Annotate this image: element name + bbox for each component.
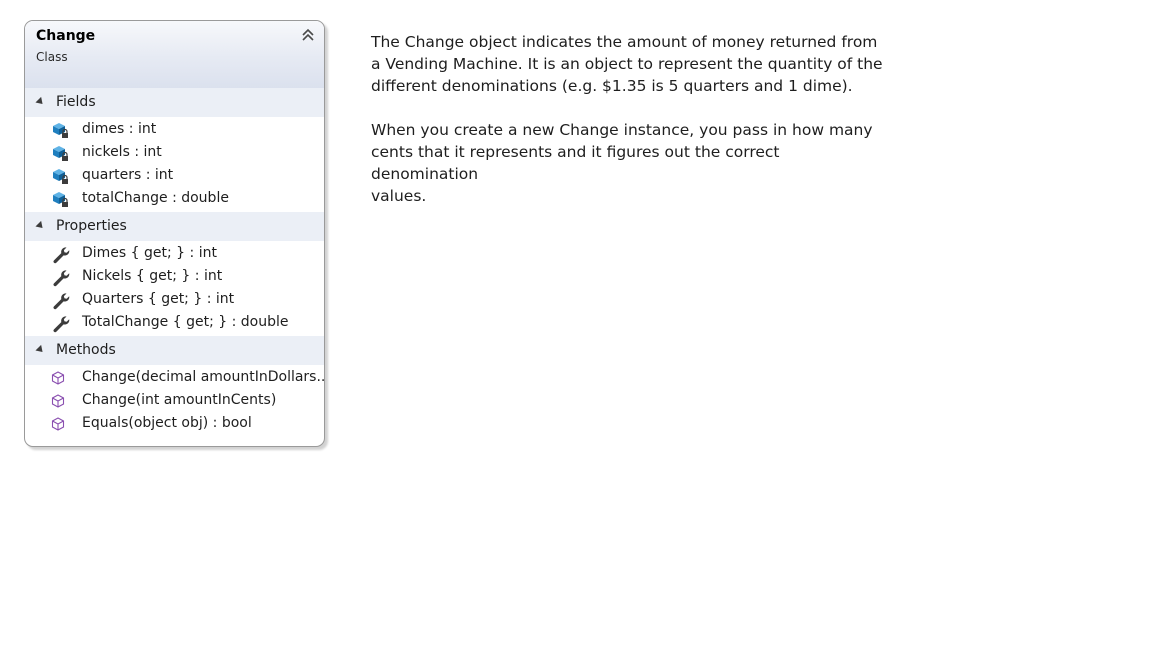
method-label: Change(int amountInCents) [82, 392, 277, 408]
fields-list: dimes : int nickels : int quarters : int [25, 117, 324, 212]
class-shape-change[interactable]: Change Class Fields dimes : int [24, 20, 325, 447]
methods-list: Change(decimal amountInDollars... Change… [25, 365, 324, 437]
field-item[interactable]: quarters : int [25, 165, 324, 188]
collapse-chevron-up-icon[interactable] [300, 27, 316, 43]
expand-triangle-icon[interactable] [35, 220, 46, 231]
method-item[interactable]: Change(int amountInCents) [25, 390, 324, 413]
property-label: Quarters { get; } : int [82, 291, 235, 307]
field-label: quarters : int [82, 167, 174, 183]
section-fields-label: Fields [56, 94, 96, 110]
private-field-icon [53, 192, 68, 207]
private-field-icon [53, 169, 68, 184]
field-label: totalChange : double [82, 190, 229, 206]
expand-triangle-icon[interactable] [35, 344, 46, 355]
method-cube-icon [51, 371, 65, 385]
method-item[interactable]: Change(decimal amountInDollars... [25, 367, 324, 390]
property-label: Nickels { get; } : int [82, 268, 223, 284]
field-item[interactable]: totalChange : double [25, 188, 324, 211]
property-label: TotalChange { get; } : double [82, 314, 289, 330]
section-fields-header[interactable]: Fields [25, 88, 324, 117]
expand-triangle-icon[interactable] [35, 96, 46, 107]
method-cube-icon [51, 417, 65, 431]
wrench-property-icon [53, 247, 70, 264]
properties-list: Dimes { get; } : int Nickels { get; } : … [25, 241, 324, 336]
property-label: Dimes { get; } : int [82, 245, 217, 261]
field-label: nickels : int [82, 144, 162, 160]
method-item[interactable]: Equals(object obj) : bool [25, 413, 324, 436]
description-paragraph-2: When you create a new Change instance, y… [371, 121, 873, 205]
class-kind: Class [36, 50, 68, 64]
section-methods-header[interactable]: Methods [25, 336, 324, 365]
section-properties-label: Properties [56, 218, 127, 234]
property-item[interactable]: Dimes { get; } : int [25, 243, 324, 266]
wrench-property-icon [53, 316, 70, 333]
wrench-property-icon [53, 293, 70, 310]
private-field-icon [53, 123, 68, 138]
class-name: Change [36, 28, 96, 44]
property-item[interactable]: Nickels { get; } : int [25, 266, 324, 289]
field-item[interactable]: dimes : int [25, 119, 324, 142]
property-item[interactable]: Quarters { get; } : int [25, 289, 324, 312]
wrench-property-icon [53, 270, 70, 287]
description-paragraph-1: The Change object indicates the amount o… [371, 33, 883, 95]
method-cube-icon [51, 394, 65, 408]
method-label: Change(decimal amountInDollars... [82, 369, 325, 385]
section-methods-label: Methods [56, 342, 116, 358]
class-description-comment: The Change object indicates the amount o… [371, 31, 891, 229]
field-item[interactable]: nickels : int [25, 142, 324, 165]
private-field-icon [53, 146, 68, 161]
section-properties-header[interactable]: Properties [25, 212, 324, 241]
class-header: Change Class [25, 21, 324, 88]
method-label: Equals(object obj) : bool [82, 415, 252, 431]
field-label: dimes : int [82, 121, 157, 137]
property-item[interactable]: TotalChange { get; } : double [25, 312, 324, 335]
